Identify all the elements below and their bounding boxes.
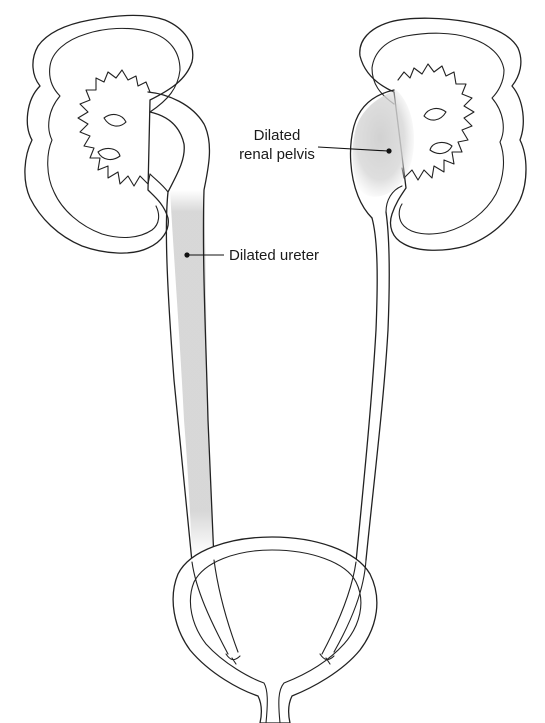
renal-pelvis-label-line-2: renal pelvis: [239, 146, 315, 163]
left-ureter-pelvis-fold: [150, 174, 168, 192]
right-ureter-group: [356, 212, 389, 562]
bladder-outer-wall: [173, 537, 377, 723]
ureter-label: Dilated ureter: [229, 247, 319, 264]
right-ureter-inner-wall: [366, 212, 389, 560]
renal-pelvis-pointer-dot: [386, 148, 391, 153]
left-ureter-group: [148, 92, 214, 562]
left-ureter-dilation-shading: [170, 190, 214, 555]
right-ureter-outer-wall: [356, 218, 377, 562]
renal-pelvis-label-line-1: Dilated: [254, 127, 301, 144]
left-kidney: [25, 15, 193, 253]
bladder: [173, 537, 377, 723]
